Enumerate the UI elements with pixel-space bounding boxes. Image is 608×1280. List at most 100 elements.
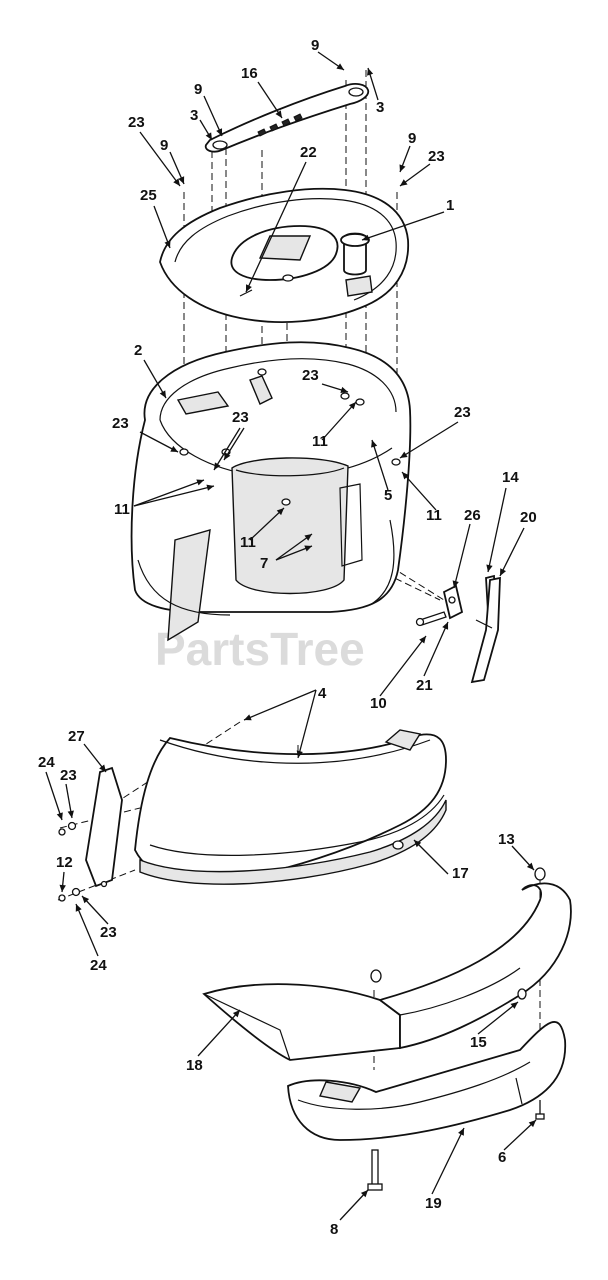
callout-23: 23: [60, 767, 77, 784]
leader-arrowhead: [528, 1120, 536, 1128]
callout-3: 3: [376, 99, 384, 116]
top-cover-part-25: [159, 187, 409, 323]
callout-5: 5: [384, 487, 392, 504]
leader-arrowhead: [196, 479, 204, 486]
leader-arrowhead: [244, 714, 252, 721]
callout-9: 9: [194, 81, 202, 98]
leader-arrowhead: [452, 580, 459, 588]
leader-line: [243, 689, 317, 721]
front-shield-part-17: [134, 729, 447, 885]
leader-line: [371, 439, 389, 491]
leader-arrowhead: [206, 484, 214, 491]
callout-7: 7: [260, 555, 268, 572]
callout-21: 21: [416, 677, 433, 694]
callout-22: 22: [300, 144, 317, 161]
callout-10: 10: [370, 695, 387, 712]
leader-arrowhead: [360, 1190, 368, 1198]
callout-9: 9: [160, 137, 168, 154]
callout-13: 13: [498, 831, 515, 848]
leader-arrowhead: [399, 164, 406, 172]
leader-line: [503, 1119, 537, 1151]
callout-9: 9: [408, 130, 416, 147]
leader-arrowhead: [296, 750, 303, 758]
leader-line: [257, 81, 283, 119]
callout-23: 23: [454, 404, 471, 421]
leader-arrowhead: [402, 472, 410, 480]
leader-arrowhead: [246, 284, 252, 292]
callout-20: 20: [520, 509, 537, 526]
leader-line: [143, 359, 167, 399]
side-plate-part-27: [85, 766, 123, 888]
leader-line: [361, 211, 445, 241]
leader-arrowhead: [75, 904, 82, 912]
leader-arrowhead: [164, 240, 171, 248]
callout-17: 17: [452, 865, 469, 882]
leader-arrowhead: [82, 896, 90, 904]
leader-line: [45, 771, 63, 821]
leader-arrowhead: [59, 884, 66, 892]
leader-line: [399, 421, 459, 459]
leader-line: [139, 431, 179, 453]
housing-part-2: [130, 341, 412, 642]
leader-line: [275, 533, 313, 561]
leader-line: [133, 479, 205, 507]
callout-3: 3: [190, 107, 198, 124]
callout-24: 24: [38, 754, 55, 771]
leader-arrowhead: [178, 176, 185, 184]
leader-arrowhead: [458, 1128, 464, 1136]
leader-arrowhead: [275, 110, 282, 118]
callout-11: 11: [426, 507, 442, 524]
leader-arrowhead: [340, 386, 348, 393]
callout-11: 11: [312, 433, 328, 450]
leader-arrowhead: [510, 1002, 518, 1009]
leader-line: [487, 487, 507, 573]
leader-lines: [45, 51, 537, 1221]
bracket-part-26: [442, 584, 464, 620]
callout-24: 24: [90, 957, 107, 974]
callout-1: 1: [446, 197, 454, 214]
leader-line: [401, 471, 437, 511]
leader-arrowhead: [336, 63, 344, 70]
leader-arrowhead: [304, 534, 312, 541]
leader-arrowhead: [348, 402, 356, 410]
leader-arrowhead: [414, 840, 422, 848]
leader-arrowhead: [486, 564, 493, 572]
callout-11: 11: [240, 534, 256, 551]
callout-9: 9: [311, 37, 319, 54]
leader-arrowhead: [170, 445, 178, 452]
callout-23: 23: [112, 415, 129, 432]
bolt-part-6: [535, 1100, 545, 1120]
callout-15: 15: [470, 1034, 487, 1051]
leader-arrowhead: [56, 812, 63, 820]
leader-line: [249, 507, 285, 541]
callout-26: 26: [464, 507, 481, 524]
callout-18: 18: [186, 1057, 203, 1074]
leader-line: [245, 161, 307, 293]
leader-arrowhead: [526, 862, 534, 870]
callout-19: 19: [425, 1195, 442, 1212]
leader-arrowhead: [205, 132, 212, 140]
callout-11: 11: [114, 501, 130, 518]
leader-arrowhead: [216, 128, 223, 136]
callout-4: 4: [318, 685, 327, 702]
leader-line: [413, 839, 449, 875]
leader-arrowhead: [276, 508, 284, 516]
callout-23: 23: [302, 367, 319, 384]
callout-14: 14: [502, 469, 519, 486]
leader-line: [139, 131, 181, 187]
callout-2: 2: [134, 342, 142, 359]
skirt-part-19: [287, 1021, 566, 1141]
leader-line: [75, 903, 99, 957]
bolt-part-10: [415, 611, 447, 627]
callout-23: 23: [100, 924, 117, 941]
callout-12: 12: [56, 854, 73, 871]
leader-arrowhead: [371, 440, 378, 448]
leader-arrowhead: [214, 462, 221, 470]
callout-27: 27: [68, 728, 85, 745]
leader-arrowhead: [400, 179, 408, 186]
bolt-part-8: [367, 1149, 383, 1191]
leader-arrowhead: [99, 764, 106, 772]
watermark: PartsTree: [155, 623, 365, 675]
callout-6: 6: [498, 1149, 506, 1166]
